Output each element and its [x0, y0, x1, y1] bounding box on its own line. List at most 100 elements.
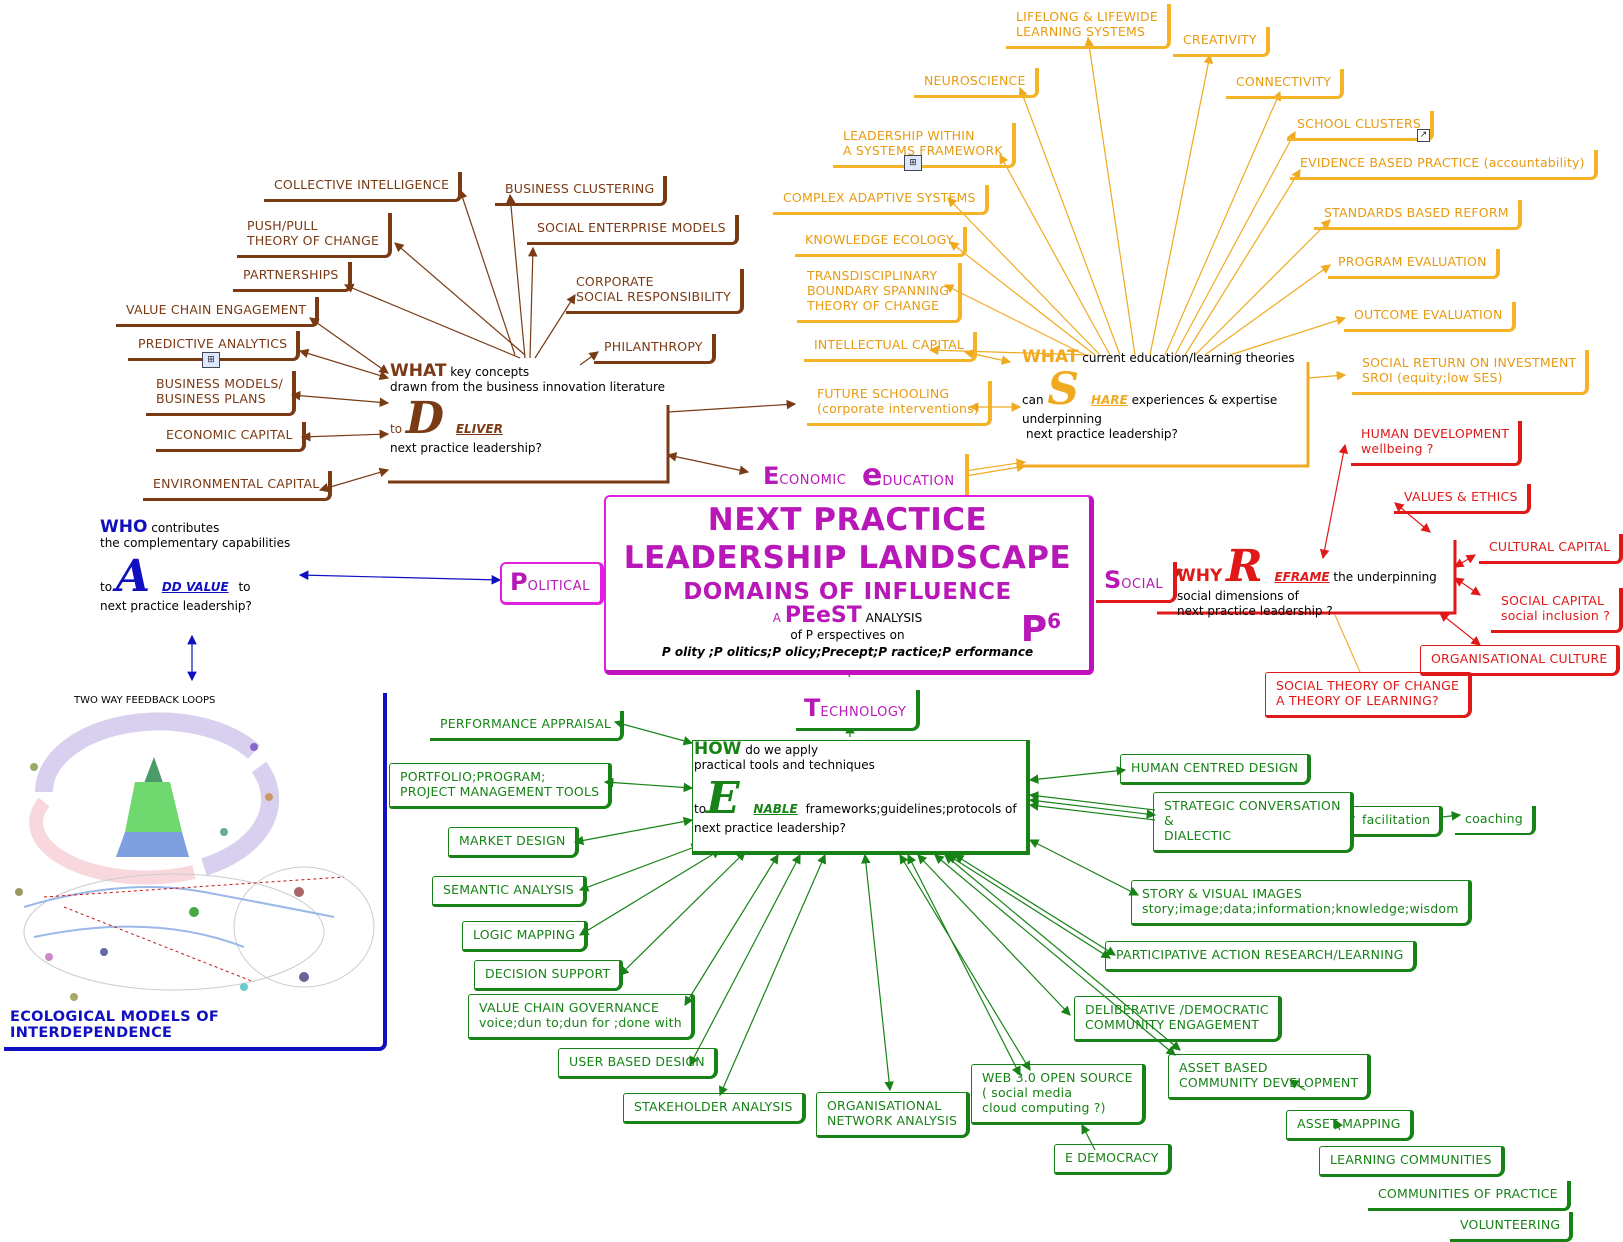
who-keyword: WHO	[100, 517, 148, 537]
feedback-loop-arc	[201, 761, 280, 876]
node-connectivity[interactable]: CONNECTIVITY	[1226, 69, 1345, 99]
center-title-line2: LEADERSHIP LANDSCAPE	[623, 540, 1072, 576]
node-asset-based-community[interactable]: ASSET BASED COMMUNITY DEVELOPMENT	[1168, 1054, 1372, 1100]
tag-political[interactable]: POLITICAL	[500, 562, 604, 605]
hub-deliver-word: ELIVER	[455, 422, 503, 436]
network-outline	[233, 866, 375, 988]
node-communities-of-practice[interactable]: COMMUNITIES OF PRACTICE	[1368, 1181, 1571, 1211]
hub-deliver-to: to	[390, 422, 403, 436]
node-organisational-culture[interactable]: ORGANISATIONAL CULTURE	[1420, 645, 1621, 676]
node-web3-open-source[interactable]: WEB 3.0 OPEN SOURCE ( social media cloud…	[971, 1064, 1146, 1125]
network-map-icon[interactable]: ⊞	[904, 155, 922, 171]
tag-technology[interactable]: TECHNOLOGY	[796, 690, 921, 731]
node-business-models[interactable]: BUSINESS MODELS/ BUSINESS PLANS	[146, 371, 296, 416]
hub-deliver: WHAT key concepts drawn from the busines…	[390, 363, 680, 456]
node-performance-appraisal[interactable]: PERFORMANCE APPRAISAL	[430, 711, 625, 741]
node-transdisciplinary[interactable]: TRANSDISCIPLINARY BOUNDARY SPANNING THEO…	[797, 263, 963, 323]
node-intellectual-capital[interactable]: INTELLECTUAL CAPITAL	[804, 332, 978, 362]
node-decision-support[interactable]: DECISION SUPPORT	[474, 960, 624, 991]
node-push-pull-theory[interactable]: PUSH/PULL THEORY OF CHANGE	[237, 213, 393, 258]
node-asset-mapping[interactable]: ASSET MAPPING	[1286, 1110, 1414, 1141]
figure-dot	[45, 953, 53, 961]
node-evidence-based-practice[interactable]: EVIDENCE BASED PRACTICE (accountability)	[1290, 150, 1598, 180]
tag-education-cap: e	[862, 458, 883, 493]
node-value-chain-governance[interactable]: VALUE CHAIN GOVERNANCE voice;dun to;dun …	[468, 994, 695, 1040]
node-e-democracy[interactable]: E DEMOCRACY	[1054, 1144, 1172, 1175]
tag-social-rest: OCIAL	[1121, 577, 1164, 592]
node-participative-action-research[interactable]: PARTICIPATIVE ACTION RESEARCH/LEARNING	[1105, 941, 1417, 972]
node-cultural-capital[interactable]: CULTURAL CAPITAL	[1479, 534, 1623, 564]
link-arrow-icon[interactable]: ↗	[1417, 129, 1430, 142]
center-p6-letter: P	[1020, 609, 1048, 650]
figure-dot	[299, 972, 309, 982]
node-knowledge-ecology[interactable]: KNOWLEDGE ECOLOGY	[795, 227, 967, 257]
central-topic[interactable]: NEXT PRACTICE LEADERSHIP LANDSCAPE DOMAI…	[604, 495, 1094, 675]
hub-add-word: DD VALUE	[161, 580, 229, 594]
center-title-line3: DOMAINS OF INFLUENCE	[683, 579, 1012, 605]
node-human-development[interactable]: HUMAN DEVELOPMENT wellbeing ?	[1351, 421, 1523, 466]
node-strategic-conversation[interactable]: STRATEGIC CONVERSATION & DIALECTIC	[1153, 792, 1354, 853]
node-semantic-analysis[interactable]: SEMANTIC ANALYSIS	[432, 876, 587, 907]
feedback-loop-arc	[34, 712, 260, 793]
node-human-centred-design[interactable]: HUMAN CENTRED DESIGN	[1120, 754, 1312, 785]
hub-add-value: WHO contributes the complementary capabi…	[100, 517, 300, 614]
ecological-models-caption: ECOLOGICAL MODELS OF INTERDEPENDENCE	[10, 1009, 220, 1041]
tag-education-rest: DUCATION	[882, 474, 955, 489]
node-organisational-network-analysis[interactable]: ORGANISATIONAL NETWORK ANALYSIS	[816, 1092, 971, 1138]
hub-enable-line1: do we apply	[745, 743, 819, 757]
node-future-schooling[interactable]: FUTURE SCHOOLING (corporate intervention…	[807, 381, 992, 426]
node-volunteering[interactable]: VOLUNTEERING	[1450, 1212, 1574, 1242]
center-p6: P6	[1021, 609, 1061, 650]
hub-enable-line2: practical tools and techniques	[694, 758, 875, 772]
node-user-based-design[interactable]: USER BASED DESIGN	[558, 1048, 718, 1079]
node-neuroscience[interactable]: NEUROSCIENCE	[914, 68, 1039, 98]
node-leadership-systems[interactable]: LEADERSHIP WITHIN A SYSTEMS FRAMEWORK	[833, 123, 1016, 168]
node-deliberative-engagement[interactable]: DELIBERATIVE /DEMOCRATIC COMMUNITY ENGAG…	[1074, 996, 1282, 1042]
node-program-evaluation[interactable]: PROGRAM EVALUATION	[1328, 249, 1500, 279]
node-market-design[interactable]: MARKET DESIGN	[448, 827, 579, 858]
node-environmental-capital[interactable]: ENVIRONMENTAL CAPITAL	[143, 471, 333, 501]
node-philanthropy[interactable]: PHILANTHROPY	[594, 334, 716, 364]
node-sroi[interactable]: SOCIAL RETURN ON INVESTMENT SROI (equity…	[1352, 350, 1590, 395]
hub-add-line1: contributes	[151, 521, 220, 535]
node-economic-capital[interactable]: ECONOMIC CAPITAL	[156, 422, 306, 452]
node-partnerships[interactable]: PARTNERSHIPS	[233, 262, 352, 292]
node-coaching[interactable]: coaching	[1455, 806, 1536, 835]
tag-education[interactable]: eDUCATION	[854, 454, 969, 502]
tag-economic[interactable]: ECONOMIC	[755, 458, 861, 499]
node-lifelong-learning[interactable]: LIFELONG & LIFEWIDE LEARNING SYSTEMS	[1006, 4, 1171, 49]
node-outcome-evaluation[interactable]: OUTCOME EVALUATION	[1344, 302, 1516, 332]
node-complex-adaptive-systems[interactable]: COMPLEX ADAPTIVE SYSTEMS	[773, 185, 989, 215]
node-social-theory-of-change[interactable]: SOCIAL THEORY OF CHANGE A THEORY OF LEAR…	[1265, 672, 1473, 718]
hub-add-line3: next practice leadership?	[100, 599, 252, 613]
node-portfolio-program[interactable]: PORTFOLIO;PROGRAM; PROJECT MANAGEMENT TO…	[389, 763, 613, 809]
hub-add-to2: to	[238, 580, 251, 594]
node-standards-reform[interactable]: STANDARDS BASED REFORM	[1314, 200, 1522, 230]
node-values-ethics[interactable]: VALUES & ETHICS	[1394, 484, 1531, 514]
pyramid-band	[125, 782, 182, 832]
network-outline	[23, 873, 325, 991]
node-business-clustering[interactable]: BUSINESS CLUSTERING	[495, 176, 668, 206]
hub-enable[interactable]: HOW do we apply practical tools and tech…	[692, 740, 1030, 855]
node-stakeholder-analysis[interactable]: STAKEHOLDER ANALYSIS	[623, 1093, 806, 1124]
node-corporate-social-responsibility[interactable]: CORPORATE SOCIAL RESPONSIBILITY	[566, 269, 744, 314]
hub-reframe-line1: the underpinning	[1333, 570, 1437, 584]
hub-add-line2: the complementary capabilities	[100, 536, 291, 550]
node-facilitation[interactable]: facilitation	[1351, 806, 1444, 837]
node-logic-mapping[interactable]: LOGIC MAPPING	[462, 921, 589, 952]
node-collective-intelligence[interactable]: COLLECTIVE INTELLIGENCE	[264, 172, 463, 202]
node-social-enterprise-models[interactable]: SOCIAL ENTERPRISE MODELS	[527, 215, 739, 245]
tag-social[interactable]: SOCIAL	[1096, 562, 1178, 603]
figure-dot	[294, 887, 304, 897]
ecological-models-panel[interactable]: TWO WAY FEEDBACK LOOPS ECOLOGICAL MODELS…	[4, 693, 387, 1051]
node-story-visual-images[interactable]: STORY & VISUAL IMAGES story;image;data;i…	[1131, 880, 1472, 926]
node-school-clusters[interactable]: SCHOOL CLUSTERS	[1287, 111, 1434, 141]
hub-deliver-line1: key concepts	[450, 365, 530, 379]
node-learning-communities[interactable]: LEARNING COMMUNITIES	[1319, 1146, 1505, 1177]
hub-reframe-letter: R	[1226, 541, 1263, 592]
hub-enable-word: NABLE	[753, 802, 798, 816]
node-value-chain-engagement[interactable]: VALUE CHAIN ENGAGEMENT	[116, 297, 320, 327]
network-map-icon[interactable]: ⊞	[202, 352, 220, 368]
node-social-capital[interactable]: SOCIAL CAPITAL social inclusion ?	[1491, 588, 1623, 633]
node-creativity[interactable]: CREATIVITY	[1173, 27, 1270, 57]
